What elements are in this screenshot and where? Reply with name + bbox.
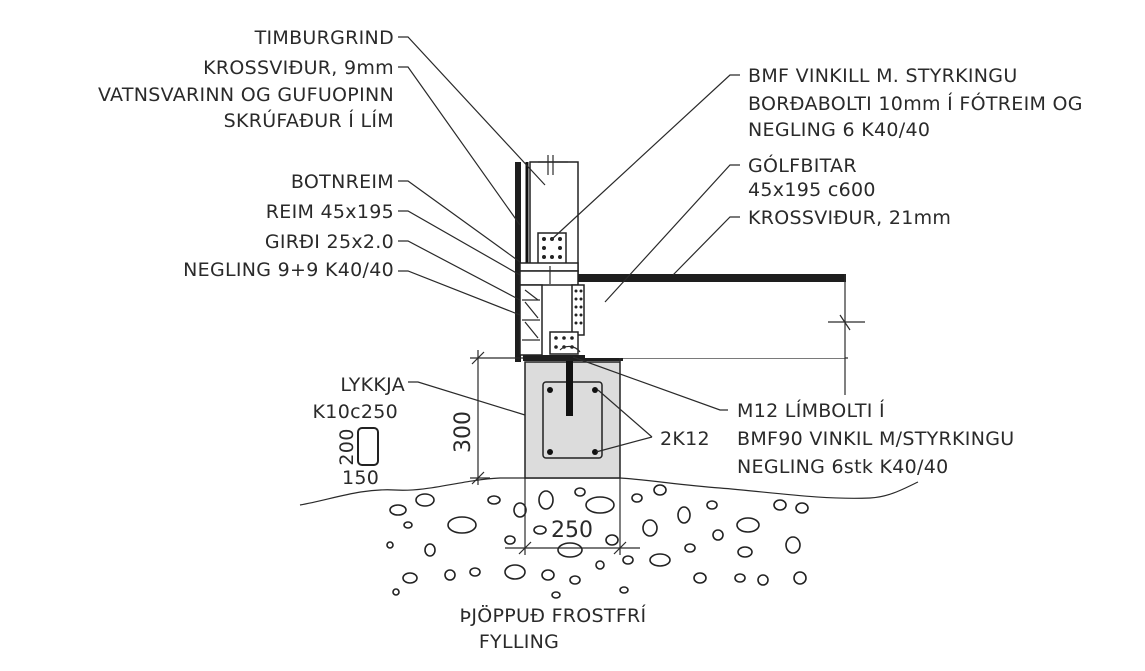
label-fylling-1: ÞJÖPPUÐ FROSTFRÍ xyxy=(460,604,647,627)
label-reim: REIM 45x195 xyxy=(266,201,394,223)
leader-lines xyxy=(398,36,740,453)
label-negling-6: NEGLING 6 K40/40 xyxy=(748,119,930,141)
label-golfbitar-dim: 45x195 c600 xyxy=(748,179,876,201)
label-m12: M12 LÍMBOLTI Í xyxy=(737,399,885,422)
sill-plate xyxy=(523,355,623,361)
label-botnreim: BOTNREIM xyxy=(291,171,394,193)
rebar-dot xyxy=(592,387,598,393)
label-bmf-vinkill: BMF VINKILL M. STYRKINGU xyxy=(748,65,1018,87)
label-girdi: GIRÐI 25x2.0 xyxy=(265,231,394,253)
ground-line xyxy=(299,477,919,506)
anchor-bolt xyxy=(566,360,573,416)
stirrup-width-label: 150 xyxy=(342,467,379,489)
frost-free-fill xyxy=(386,484,809,599)
rebar-dot xyxy=(547,387,553,393)
dimension-300 xyxy=(470,350,523,485)
rebar-dot xyxy=(592,449,598,455)
dimension-250 xyxy=(505,478,640,555)
label-rebar-2k12: 2K12 xyxy=(660,428,710,450)
label-vatnsvarinn: VATNSVARINN OG GUFUOPINN xyxy=(98,84,394,106)
label-bmf90: BMF90 VINKIL M/STYRKINGU xyxy=(737,428,1014,450)
label-krossvidur-9mm: KROSSVIÐUR, 9mm xyxy=(203,57,394,79)
dim-300-label: 300 xyxy=(451,411,476,453)
label-bordabolti: BORÐABOLTI 10mm Í FÓTREIM OG xyxy=(748,91,1083,115)
label-golfbitar: GÓLFBITAR xyxy=(748,153,857,177)
label-fylling-2: FYLLING xyxy=(479,631,559,653)
timber-frame-wall xyxy=(515,155,585,362)
label-negling-6stk: NEGLING 6stk K40/40 xyxy=(737,456,949,478)
rebar-dot xyxy=(547,449,553,455)
floor-plywood-21mm xyxy=(578,274,846,282)
dim-250-label: 250 xyxy=(551,518,593,543)
label-lykkja-spec: K10c250 xyxy=(313,401,398,423)
label-krossvidur-21mm: KROSSVIÐUR, 21mm xyxy=(748,207,951,229)
stirrup-symbol xyxy=(357,427,379,466)
floor-joist xyxy=(585,282,845,358)
label-timburgrind: TIMBURGRIND xyxy=(254,27,394,49)
stirrup-height-label: 200 xyxy=(336,428,358,465)
label-lykkja: LYKKJA xyxy=(340,374,405,396)
label-negling-99: NEGLING 9+9 K40/40 xyxy=(183,259,394,281)
label-skrufadur: SKRÚFAÐUR Í LÍM xyxy=(224,108,394,132)
